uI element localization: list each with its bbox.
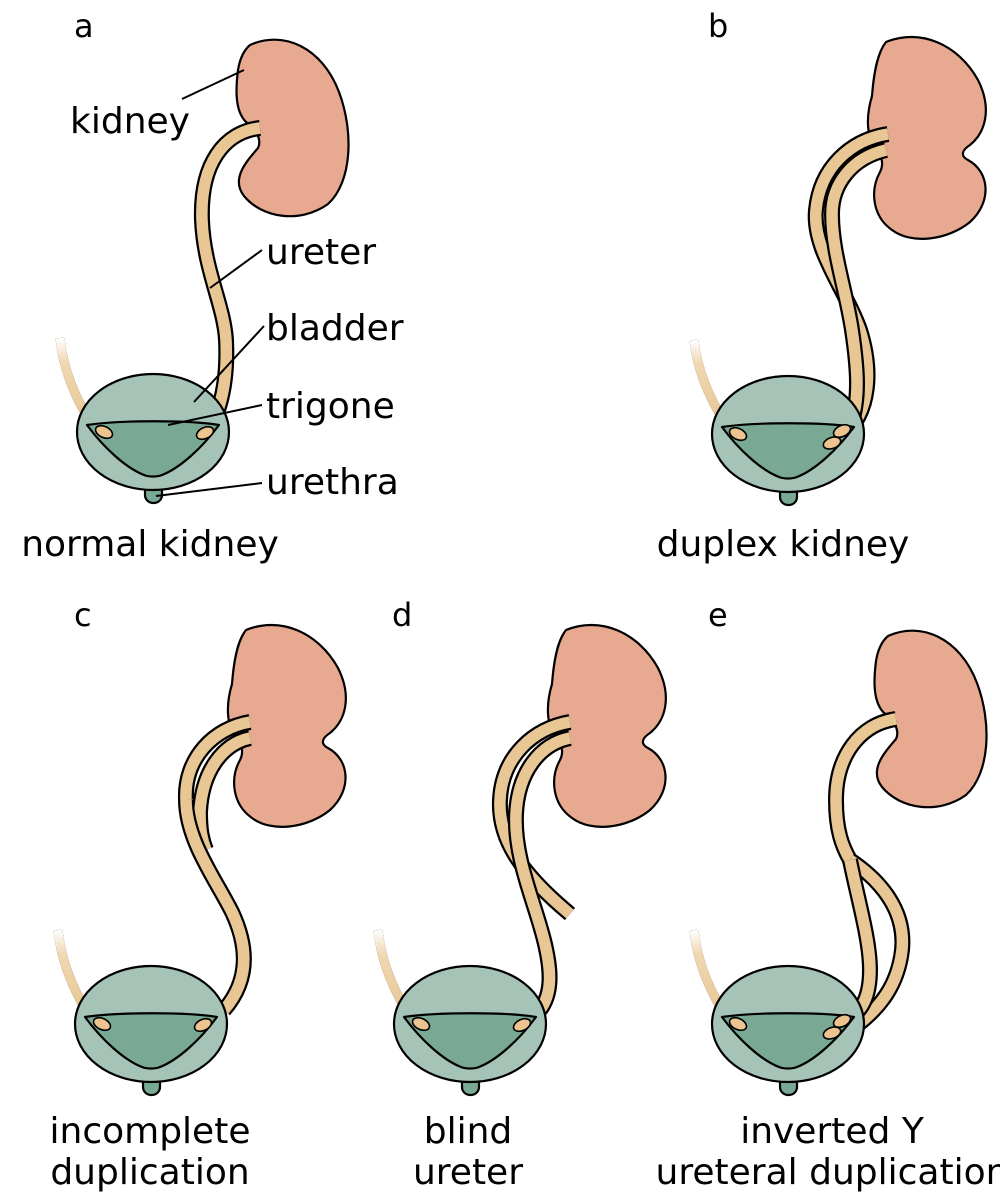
ureteral-orifice bbox=[822, 436, 842, 450]
kidney bbox=[873, 629, 988, 809]
panel-letter: c bbox=[74, 596, 92, 634]
kidney-leader bbox=[181, 69, 245, 100]
panel-caption: duplex kidney bbox=[657, 524, 910, 565]
ureteral-orifice bbox=[411, 1016, 431, 1032]
panel-caption: normal kidney bbox=[21, 524, 279, 565]
ureteral-orifice bbox=[728, 1016, 748, 1032]
panel-letter: a bbox=[74, 7, 94, 45]
label-trigone: trigone bbox=[266, 386, 395, 427]
label-kidney: kidney bbox=[70, 101, 190, 142]
ureteral-orifice bbox=[94, 424, 114, 440]
trigone-leader bbox=[167, 404, 263, 426]
ureteral-orifice bbox=[193, 1017, 213, 1033]
panel-e: e inverted Y ureteral duplication bbox=[656, 596, 1000, 1193]
ureteral-orifice bbox=[728, 426, 748, 442]
ureteral-orifice bbox=[832, 423, 852, 439]
label-ureter: ureter bbox=[266, 232, 376, 273]
ureteral-orifice bbox=[512, 1017, 532, 1033]
bladder-leader bbox=[193, 325, 265, 403]
trigone bbox=[402, 1012, 538, 1070]
trigone bbox=[720, 422, 856, 480]
label-urethra: urethra bbox=[266, 462, 399, 503]
trigone bbox=[85, 420, 221, 478]
panel-b: b duplex kidney bbox=[657, 7, 987, 565]
ureter-leader bbox=[209, 249, 263, 289]
panel-caption: incomplete bbox=[50, 1111, 251, 1152]
kidney bbox=[235, 38, 350, 218]
ureteral-orifice bbox=[92, 1016, 112, 1032]
urethra-leader bbox=[155, 482, 263, 497]
ureteral-orifice bbox=[195, 425, 215, 441]
ureteral-orifice bbox=[832, 1013, 852, 1029]
ureteral-orifice bbox=[822, 1026, 842, 1040]
trigone bbox=[720, 1012, 856, 1070]
trigone bbox=[83, 1012, 219, 1070]
panel-caption: duplication bbox=[50, 1152, 249, 1193]
panel-caption: ureteral duplication bbox=[656, 1152, 1000, 1193]
panel-caption: blind bbox=[424, 1111, 513, 1152]
panel-letter: d bbox=[392, 596, 412, 634]
panel-c: c incomplete duplication bbox=[50, 596, 347, 1193]
panel-caption: ureter bbox=[413, 1152, 523, 1193]
panel-letter: b bbox=[708, 7, 728, 45]
panel-caption: inverted Y bbox=[740, 1111, 925, 1152]
panel-d: d blind ureter bbox=[373, 596, 667, 1193]
panel-letter: e bbox=[708, 596, 728, 634]
label-bladder: bladder bbox=[266, 308, 404, 349]
panel-a: a kidney ureter bladder trigone urethra … bbox=[21, 7, 404, 565]
